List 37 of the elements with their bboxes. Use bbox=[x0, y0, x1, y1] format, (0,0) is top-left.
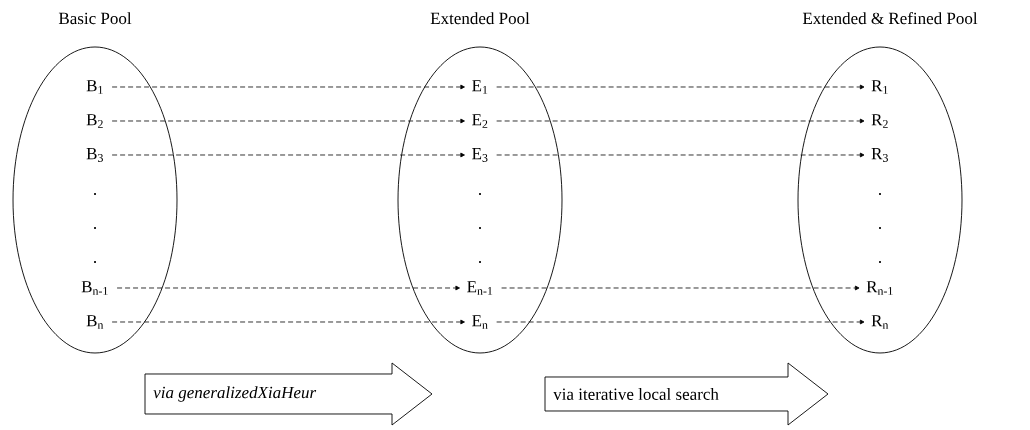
pool-item: R$_{1}$ bbox=[871, 80, 888, 94]
node-label: Extended & Refined Pool bbox=[802, 12, 978, 25]
pool-item: R$_{n}$ bbox=[871, 315, 889, 329]
ellipsis-dot: . bbox=[94, 261, 97, 263]
arrow bbox=[496, 152, 865, 158]
ellipsis-dot: . bbox=[479, 193, 481, 195]
node-label: Extended Pool bbox=[430, 12, 530, 25]
pool-item: E$_{1}$ bbox=[472, 80, 488, 94]
pool-item: B$_{n}$ bbox=[86, 315, 104, 329]
ellipsis-dot: . bbox=[94, 193, 97, 195]
ellipsis-dot: . bbox=[94, 227, 97, 229]
arrow bbox=[111, 84, 465, 90]
ellipsis-dot: . bbox=[479, 261, 481, 263]
ellipsis-dot: . bbox=[879, 193, 881, 195]
arrow bbox=[501, 285, 860, 291]
arrow bbox=[116, 285, 460, 291]
ellipsis-dot: . bbox=[879, 227, 881, 229]
arrow bbox=[496, 84, 865, 90]
pool-item: E$_{n}$ bbox=[472, 315, 488, 329]
pool-item: B$_{3}$ bbox=[86, 148, 103, 162]
pool-item: E$_{n-1}$ bbox=[467, 281, 493, 295]
arrow bbox=[111, 118, 465, 124]
ellipsis-dot: . bbox=[479, 227, 481, 229]
pool-item: E$_{2}$ bbox=[472, 114, 488, 128]
arrow bbox=[111, 319, 465, 325]
arrow bbox=[496, 118, 865, 124]
ellipsis-dot: . bbox=[879, 261, 881, 263]
pool-item: R$_{3}$ bbox=[871, 148, 888, 162]
pool-item: B$_{1}$ bbox=[86, 80, 103, 94]
pool-item: B$_{n-1}$ bbox=[81, 281, 108, 295]
pool-item: R$_{n-1}$ bbox=[866, 281, 893, 295]
pool-item: B$_{2}$ bbox=[86, 114, 103, 128]
pool-item: E$_{3}$ bbox=[472, 148, 488, 162]
pool-item: R$_{2}$ bbox=[871, 114, 888, 128]
arrow bbox=[111, 152, 465, 158]
arrow bbox=[496, 319, 865, 325]
node-label: Basic Pool bbox=[58, 12, 132, 25]
